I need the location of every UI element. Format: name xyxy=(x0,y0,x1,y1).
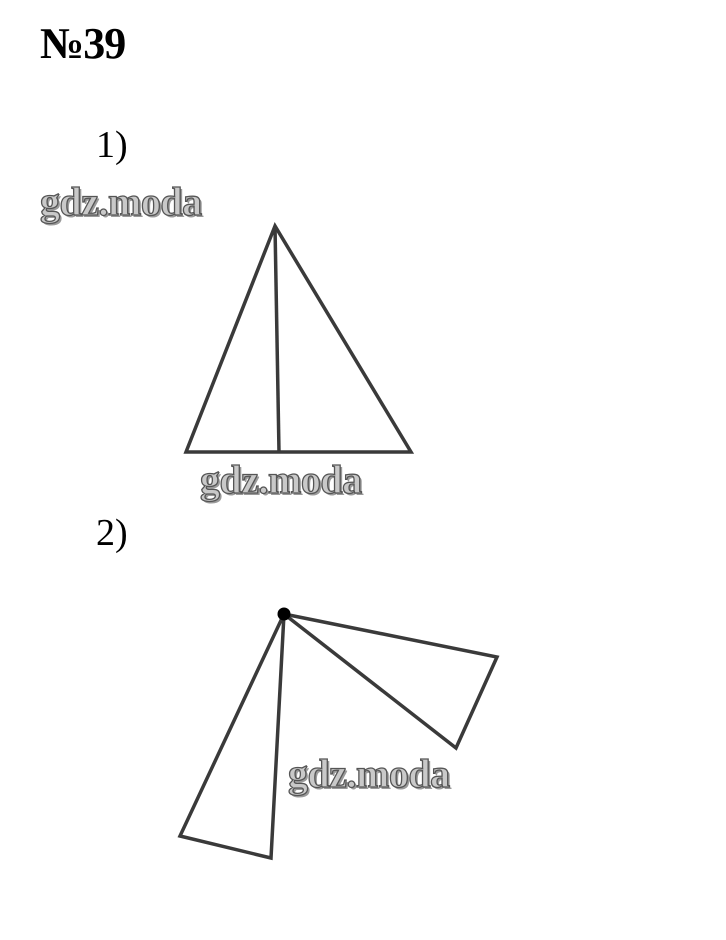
triangle-median-segment xyxy=(273,225,281,453)
watermark-top: gdz.moda xyxy=(39,179,202,224)
part-2-label: 2) xyxy=(96,512,128,554)
watermark-middle: gdz.moda xyxy=(199,457,362,502)
common-vertex-point xyxy=(277,607,291,621)
figure-1-triangle xyxy=(183,222,415,454)
watermark-bottom: gdz.moda xyxy=(287,751,450,796)
part-1-label: 1) xyxy=(96,124,128,166)
problem-number: №39 xyxy=(40,19,126,68)
right-triangle-outline xyxy=(282,612,500,751)
left-triangle-outline xyxy=(177,613,286,861)
triangle-outline xyxy=(183,222,415,454)
figure-2-triangles xyxy=(177,612,500,861)
